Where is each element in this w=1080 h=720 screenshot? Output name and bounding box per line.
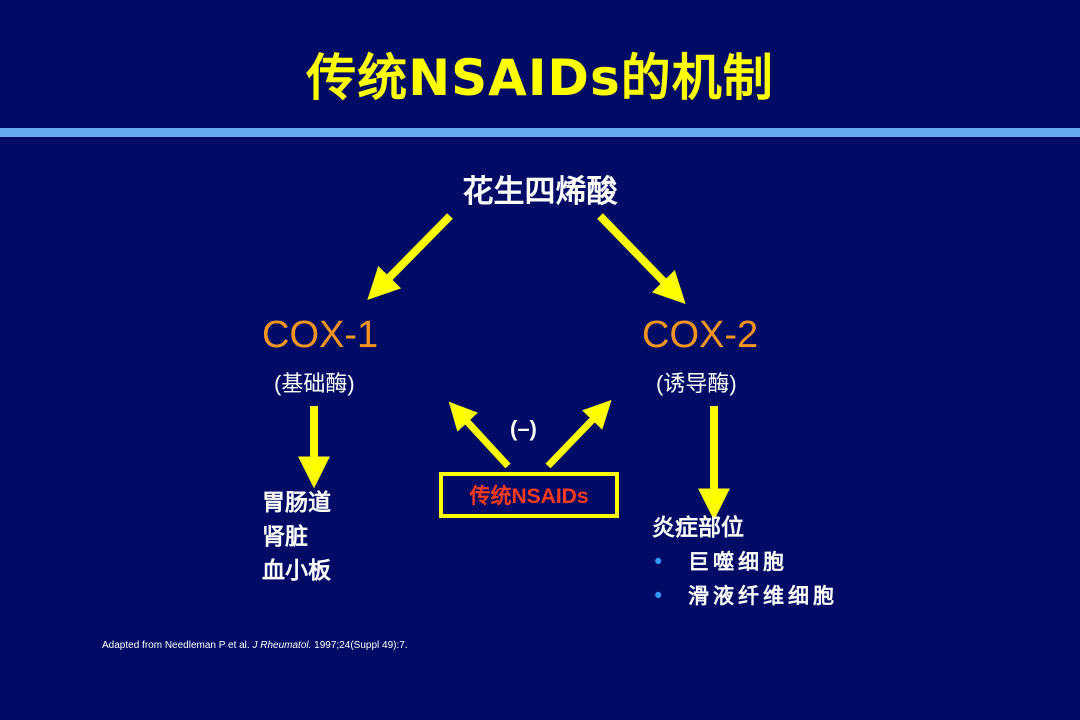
- cox1-effect-item: 血小板: [262, 558, 331, 584]
- reference-suffix: 1997;24(Suppl 49):7.: [311, 640, 408, 651]
- cox2-site-title: 炎症部位: [652, 515, 744, 541]
- cox1-effect-item: 胃肠道: [262, 490, 331, 516]
- node-cox1-sub: (基础酶): [274, 371, 355, 396]
- arrow-nsaids-to-cox2: [545, 399, 612, 469]
- title-divider: [0, 128, 1080, 137]
- cox2-site-item-text: 滑液纤维细胞: [688, 584, 838, 608]
- page-title: 传统NSAIDs的机制: [306, 49, 774, 107]
- node-cox1-label: COX-1: [262, 314, 379, 356]
- cox2-site-item: • 滑液纤维细胞: [652, 580, 838, 610]
- reference-journal: J Rheumatol.: [252, 640, 312, 651]
- bullet-icon: •: [652, 550, 665, 574]
- reference-citation: Adapted from Needleman P et al. J Rheuma…: [102, 640, 408, 651]
- node-nsaids-box: 传统NSAIDs: [439, 472, 619, 518]
- node-cox2-sub: (诱导酶): [656, 371, 737, 396]
- arrow-aa-to-cox2: [597, 213, 686, 305]
- cox2-site-item-text: 巨噬细胞: [688, 550, 788, 574]
- inhibit-sign: (–): [510, 416, 537, 441]
- cox1-effect-item: 肾脏: [262, 524, 308, 550]
- node-nsaids-label: 传统NSAIDs: [469, 485, 589, 508]
- bullet-icon: •: [652, 584, 665, 608]
- arrow-nsaids-to-cox1: [448, 401, 511, 469]
- node-arachidonic-acid: 花生四烯酸: [462, 174, 618, 210]
- reference-prefix: Adapted from Needleman P et al.: [102, 640, 253, 651]
- arrow-aa-to-cox1: [367, 213, 453, 300]
- node-cox2-label: COX-2: [642, 314, 759, 356]
- cox2-site-item: • 巨噬细胞: [652, 546, 788, 576]
